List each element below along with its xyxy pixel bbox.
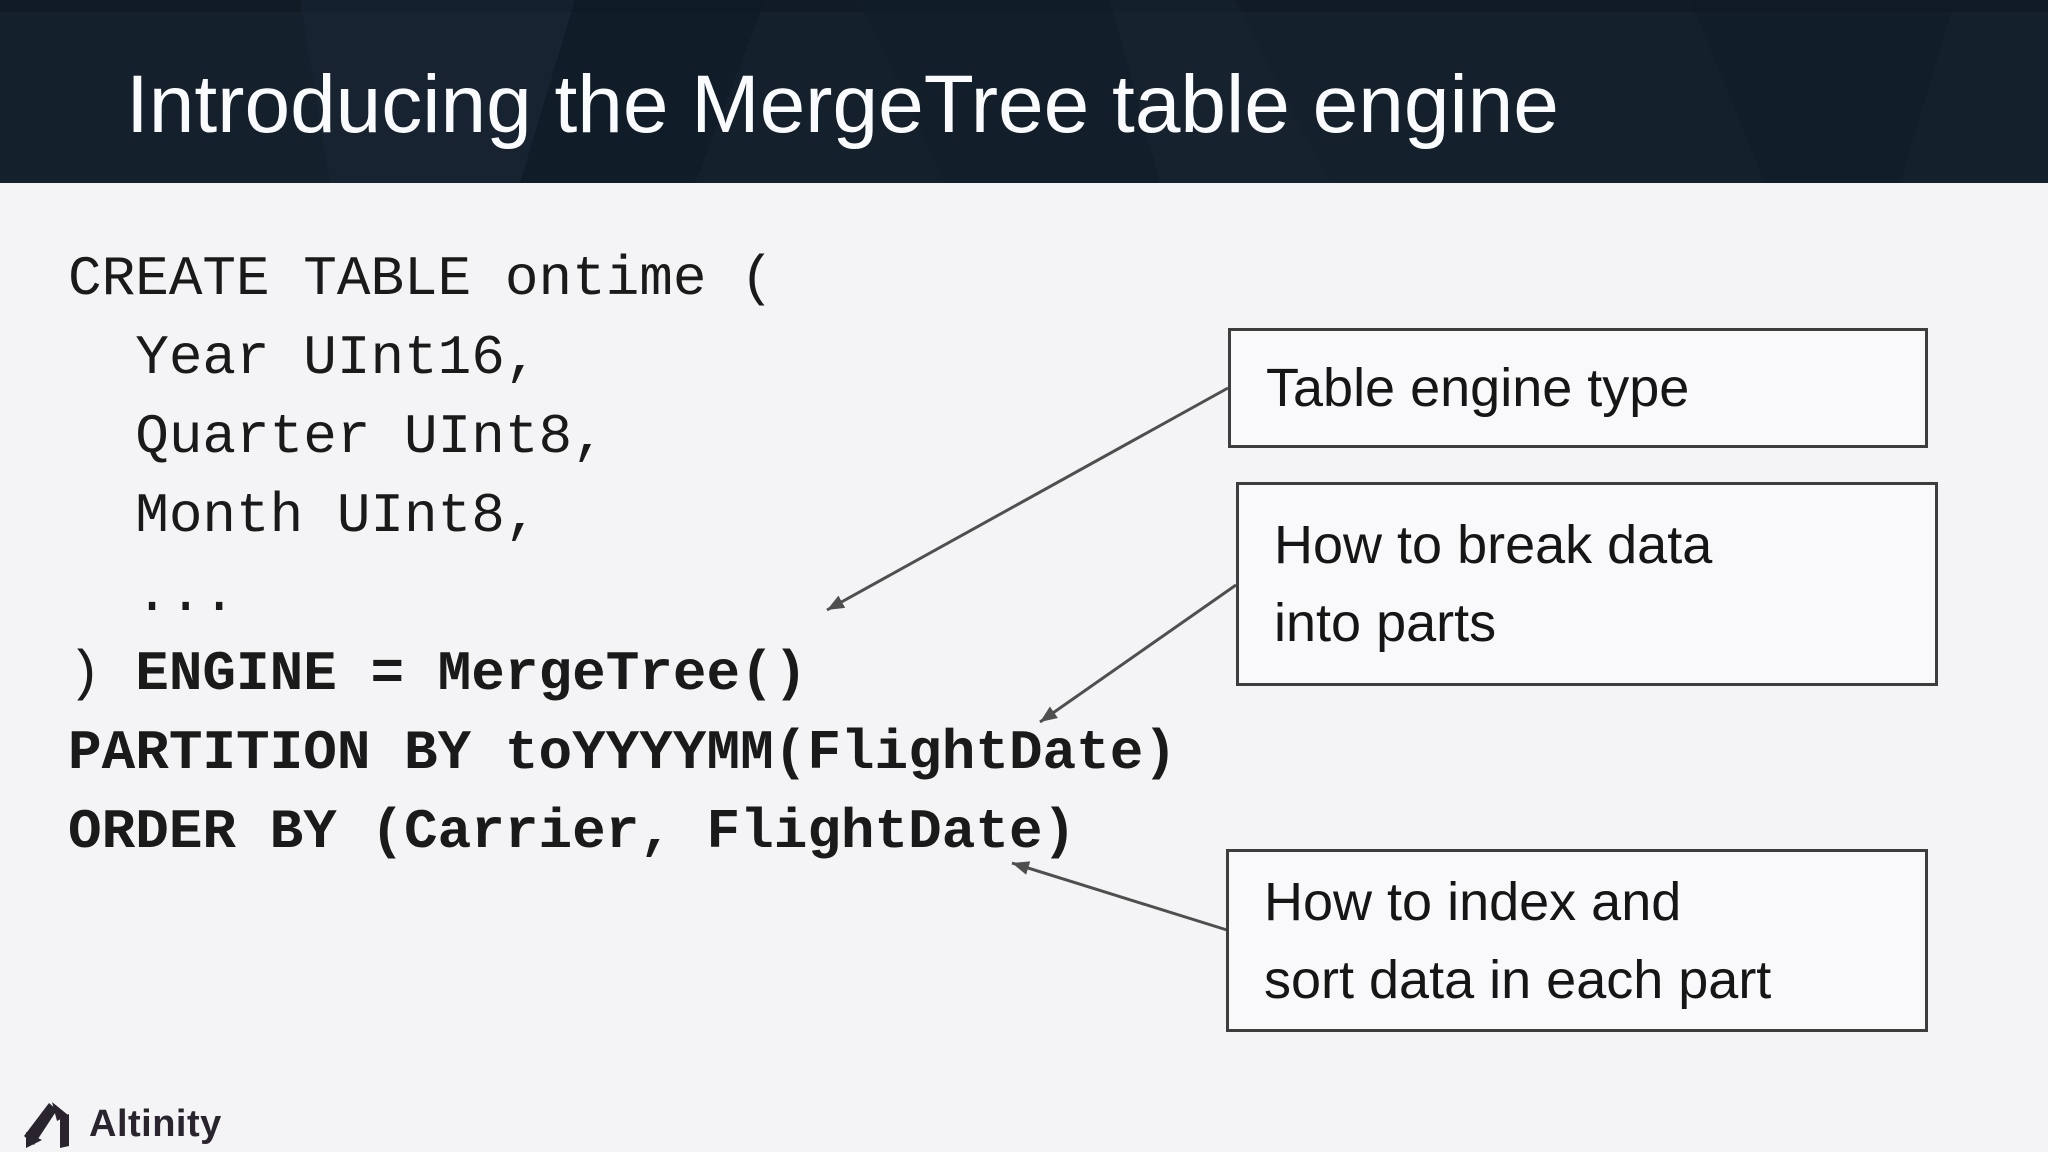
code-line: ... <box>68 563 237 627</box>
callout-index-sort: How to index and sort data in each part <box>1226 849 1928 1032</box>
callout-text: Table engine type <box>1266 358 1690 418</box>
code-close-paren: ) <box>68 642 136 706</box>
callout-text: into parts <box>1274 593 1497 653</box>
callout-text: How to break data <box>1274 515 1713 575</box>
slide-header: Introducing the MergeTree table engine <box>0 0 2048 183</box>
brand-footer: Altinity <box>23 1098 222 1150</box>
brand-name: Altinity <box>89 1102 222 1145</box>
code-line: Year UInt16, <box>68 326 539 390</box>
code-line: Quarter UInt8, <box>68 405 606 469</box>
code-line: Month UInt8, <box>68 484 539 548</box>
slide-title: Introducing the MergeTree table engine <box>126 59 1559 150</box>
header-background-pattern <box>0 0 2048 183</box>
code-line-engine: ) ENGINE = MergeTree() <box>68 635 1177 714</box>
arrow-index-sort <box>1011 861 1228 932</box>
callout-text: How to index and <box>1264 871 1682 932</box>
code-line-partition-by: PARTITION BY toYYYYMM(FlightDate) <box>68 721 1177 785</box>
callout-text: sort data in each part <box>1264 949 1772 1010</box>
callout-break-into-parts: How to break data into parts <box>1236 482 1938 686</box>
altinity-logo-icon <box>24 1102 69 1148</box>
code-line: CREATE TABLE ontime ( <box>68 247 774 311</box>
code-line-order-by: ORDER BY (Carrier, FlightDate) <box>68 800 1077 864</box>
callout-table-engine-type: Table engine type <box>1228 328 1928 448</box>
code-engine-clause: ENGINE = MergeTree() <box>135 642 808 706</box>
sql-code-block: CREATE TABLE ontime ( Year UInt16, Quart… <box>68 240 1177 872</box>
